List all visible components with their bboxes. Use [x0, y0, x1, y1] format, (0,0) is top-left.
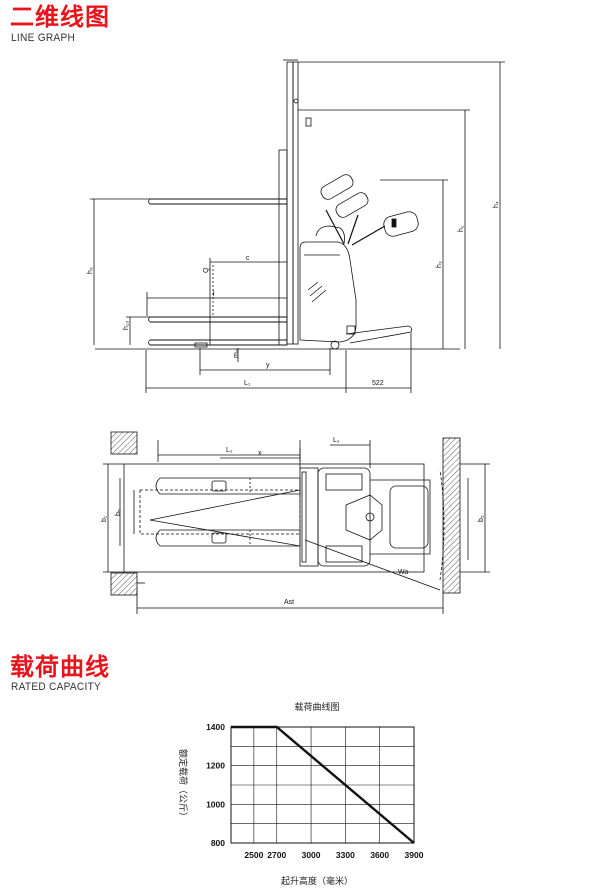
- mast-inner: [292, 61, 299, 345]
- fork-left: [155, 477, 301, 495]
- chart-title: 载荷曲线图: [294, 701, 339, 713]
- line-graph-title: 二维线图: [10, 3, 110, 31]
- y-tick-label: 1400: [206, 722, 225, 732]
- dim-l: l: [213, 291, 215, 298]
- dim-m2: m₂: [233, 349, 240, 358]
- x-tick-label: 3600: [370, 850, 389, 860]
- dim-h13: h₁₃: [123, 321, 130, 330]
- x-tick-label: 3000: [302, 850, 321, 860]
- dim-522: 522: [372, 380, 384, 387]
- y-tick-label: 1200: [206, 761, 225, 771]
- x-tick-label: 3900: [405, 850, 424, 860]
- x-tick-label: 2500: [244, 850, 263, 860]
- dim-h4: h₄: [493, 201, 500, 208]
- platform: [345, 325, 412, 344]
- dim-l2-top: L₂: [226, 447, 233, 454]
- dim-b5: b₅: [115, 509, 122, 516]
- line-graph-subtitle: LINE GRAPH: [11, 32, 76, 44]
- dim-ast: Ast: [284, 599, 294, 606]
- technical-drawing: 522 L₁ y c Q l h₃ h₁₃ m₂ h₄ h₁ h₃ L₂ L₂ …: [87, 59, 505, 614]
- x-tick-label: 2700: [267, 850, 286, 860]
- chart-ylabel: 额定载荷（公斤）: [177, 749, 189, 821]
- dim-y: y: [266, 362, 270, 369]
- fork-right: [155, 529, 301, 547]
- truck-body: [299, 241, 357, 343]
- chart-xlabel: 起升高度（毫米）: [281, 875, 353, 887]
- dim-x: x: [258, 450, 262, 457]
- dim-b2: b₂: [478, 515, 485, 522]
- rated-capacity-subtitle: RATED CAPACITY: [11, 681, 102, 693]
- dim-b1: b₁: [101, 515, 108, 522]
- dim-l1: L₁: [244, 380, 251, 387]
- dim-wa: Wa: [398, 569, 408, 576]
- dim-h3-right: h₃: [436, 261, 443, 268]
- capacity-series-line: [231, 725, 415, 844]
- y-tick-label: 800: [211, 838, 225, 848]
- rated-capacity-title: 载荷曲线: [10, 653, 110, 681]
- dim-l2-right: L₂: [333, 437, 340, 444]
- dim-q: Q: [203, 267, 210, 273]
- body-top: [317, 467, 371, 567]
- y-tick-label: 1000: [206, 799, 225, 809]
- x-tick-label: 3300: [336, 850, 355, 860]
- side-view: [90, 59, 505, 393]
- dim-c: c: [246, 255, 250, 262]
- dim-h1: h₁: [458, 225, 465, 232]
- top-view: [103, 431, 490, 614]
- dim-h3: h₃: [87, 267, 94, 274]
